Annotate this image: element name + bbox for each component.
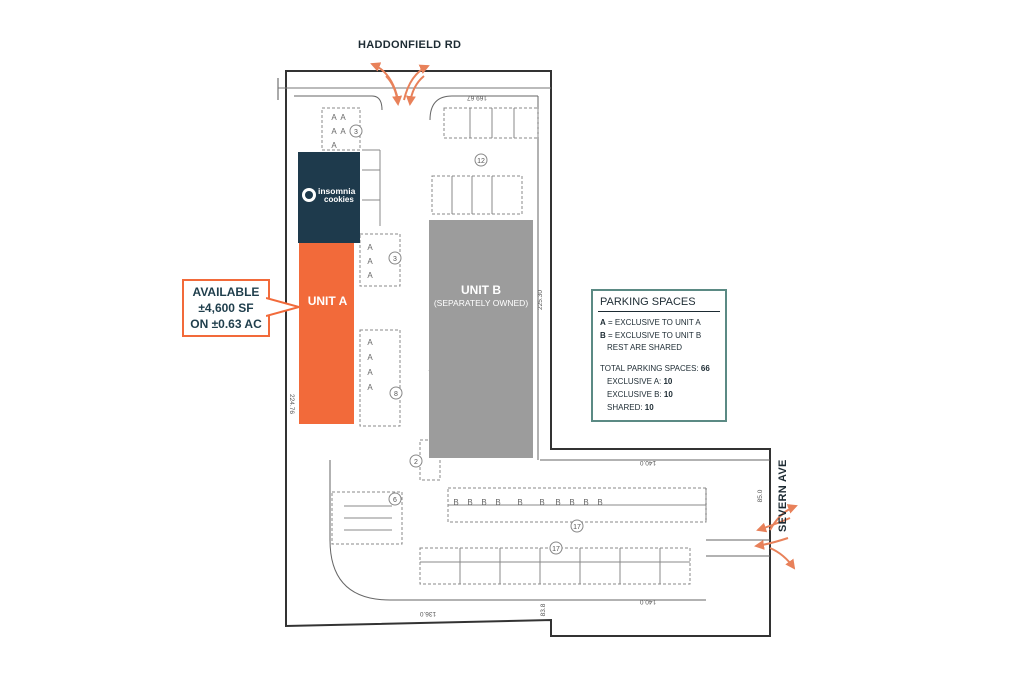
dimension-label: 140.0 xyxy=(639,459,656,466)
space-b: B xyxy=(495,498,500,507)
count-circle-2 xyxy=(409,454,423,468)
curb-top-left xyxy=(294,95,383,111)
access-arrow-top-2 xyxy=(403,64,430,101)
count-circle-6 xyxy=(388,492,402,506)
availability-callout: AVAILABLE ±4,600 SF ON ±0.63 AC xyxy=(182,279,270,337)
space-a: A xyxy=(331,113,337,122)
access-arrow-top-3 xyxy=(385,75,403,106)
insomnia-cookies-logo: insomnia cookies xyxy=(302,186,357,206)
space-a: A xyxy=(367,271,373,280)
count-label: 8 xyxy=(394,391,398,398)
count-label: 3 xyxy=(393,256,397,263)
unit-a-block[interactable] xyxy=(299,243,354,424)
dimension-label: 85.0 xyxy=(757,489,764,502)
space-b: B xyxy=(453,498,458,507)
space-b: B xyxy=(555,498,560,507)
availability-line-1: AVAILABLE xyxy=(192,285,260,299)
access-arrow-top-1 xyxy=(370,62,399,101)
callout-pointer xyxy=(266,297,300,317)
count-label: 17 xyxy=(552,546,560,553)
dimension-label: 140.0 xyxy=(639,598,656,605)
space-a: A xyxy=(340,113,346,122)
count-circle-top-a xyxy=(349,124,363,138)
count-label: 2 xyxy=(414,459,418,466)
parking-row-mid-12 xyxy=(431,175,523,215)
dimension-label: 225.30 xyxy=(537,290,544,310)
parking-row-a-8 xyxy=(359,329,401,427)
space-a: A xyxy=(367,243,373,252)
curb-top-right xyxy=(429,95,538,121)
access-arrow-side-2 xyxy=(769,547,796,570)
unit-b-block[interactable] xyxy=(429,220,533,458)
legend-row-excl-a: EXCLUSIVE A: 10 xyxy=(607,377,673,386)
space-b: B xyxy=(481,498,486,507)
parking-row-top-12 xyxy=(443,107,539,139)
access-arrow-side-3 xyxy=(756,517,791,533)
logo-text-2: cookies xyxy=(324,195,354,204)
space-b: B xyxy=(539,498,544,507)
space-b: B xyxy=(467,498,472,507)
space-a: A xyxy=(331,141,337,150)
dimension-label: 83.8 xyxy=(540,603,547,616)
dimension-label: 136.0 xyxy=(419,610,436,617)
availability-line-2: ±4,600 SF xyxy=(198,301,254,315)
space-b: B xyxy=(583,498,588,507)
space-a: A xyxy=(367,257,373,266)
count-circle-a-8 xyxy=(389,386,403,400)
space-a: A xyxy=(367,383,373,392)
road-label-haddonfield: HADDONFIELD RD xyxy=(358,39,462,51)
legend-row-rest: REST ARE SHARED xyxy=(607,343,682,352)
road-label-severn: SEVERN AVE xyxy=(777,459,789,532)
access-arrow-side-1 xyxy=(769,504,798,531)
count-label: 12 xyxy=(477,158,485,165)
space-a: A xyxy=(367,338,373,347)
count-circle-12 xyxy=(474,153,488,167)
unit-a-label: UNIT A xyxy=(307,294,348,308)
legend-row-shared: SHARED: 10 xyxy=(607,403,654,412)
dimension-label: 224.76 xyxy=(288,394,295,414)
legend-row-b: B = EXCLUSIVE TO UNIT B xyxy=(600,331,702,340)
count-label: 3 xyxy=(354,129,358,136)
count-label: 6 xyxy=(393,497,397,504)
space-b: B xyxy=(569,498,574,507)
logo-text-1: insomnia xyxy=(318,186,356,196)
space-b: B xyxy=(597,498,602,507)
availability-line-3: ON ±0.63 AC xyxy=(190,317,262,331)
space-a: A xyxy=(331,127,337,136)
access-arrow-top-4 xyxy=(405,75,425,106)
legend-row-total: TOTAL PARKING SPACES: 66 xyxy=(600,364,710,373)
count-label: 17 xyxy=(573,524,581,531)
dimension-label: 169.67 xyxy=(467,94,487,101)
space-a: A xyxy=(367,368,373,377)
unit-b-label: UNIT B xyxy=(461,283,501,297)
space-a: A xyxy=(367,353,373,362)
parking-legend: PARKING SPACES A = EXCLUSIVE TO UNIT A B… xyxy=(591,289,727,422)
count-circle-b-17 xyxy=(570,519,584,533)
space-a: A xyxy=(340,127,346,136)
access-arrow-side-4 xyxy=(754,537,789,550)
count-circle-bottom-17 xyxy=(549,541,563,555)
parking-row-6 xyxy=(331,491,403,545)
legend-title: PARKING SPACES xyxy=(600,296,696,308)
property-boundary xyxy=(285,70,771,637)
legend-row-excl-b: EXCLUSIVE B: 10 xyxy=(607,390,673,399)
unit-b-sublabel: (SEPARATELY OWNED) xyxy=(433,298,529,308)
count-circle-a-3 xyxy=(388,251,402,265)
legend-row-a: A = EXCLUSIVE TO UNIT A xyxy=(600,318,701,327)
legend-divider xyxy=(598,311,720,312)
moon-icon xyxy=(302,188,316,202)
space-b: B xyxy=(517,498,522,507)
